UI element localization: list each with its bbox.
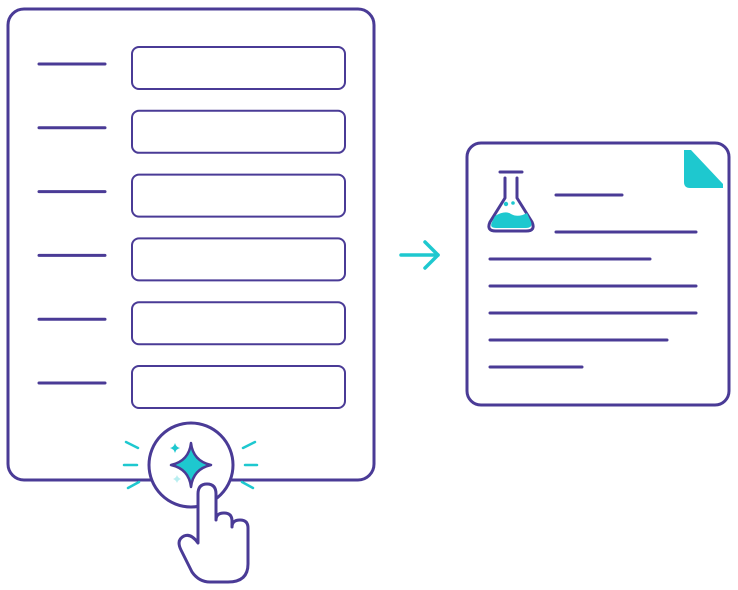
document-text-lines [488, 193, 698, 369]
form-row [37, 46, 346, 90]
input-field[interactable] [131, 173, 346, 218]
hand-pointer-icon [177, 482, 250, 584]
input-field[interactable] [131, 237, 346, 282]
result-document [465, 141, 731, 407]
input-field[interactable] [131, 46, 346, 90]
input-field[interactable] [131, 365, 346, 409]
arrow-right-icon [399, 240, 440, 270]
form-row [37, 173, 346, 218]
form-panel [6, 7, 376, 482]
input-field[interactable] [131, 301, 346, 346]
form-row [37, 365, 346, 409]
form-row [37, 301, 346, 346]
form-row [37, 109, 346, 154]
sparkle-icon [169, 441, 213, 489]
folded-corner-icon [684, 150, 723, 188]
sparkle-rays [122, 440, 259, 490]
form-row [37, 237, 346, 282]
input-field[interactable] [131, 109, 346, 154]
flask-icon [487, 170, 535, 233]
